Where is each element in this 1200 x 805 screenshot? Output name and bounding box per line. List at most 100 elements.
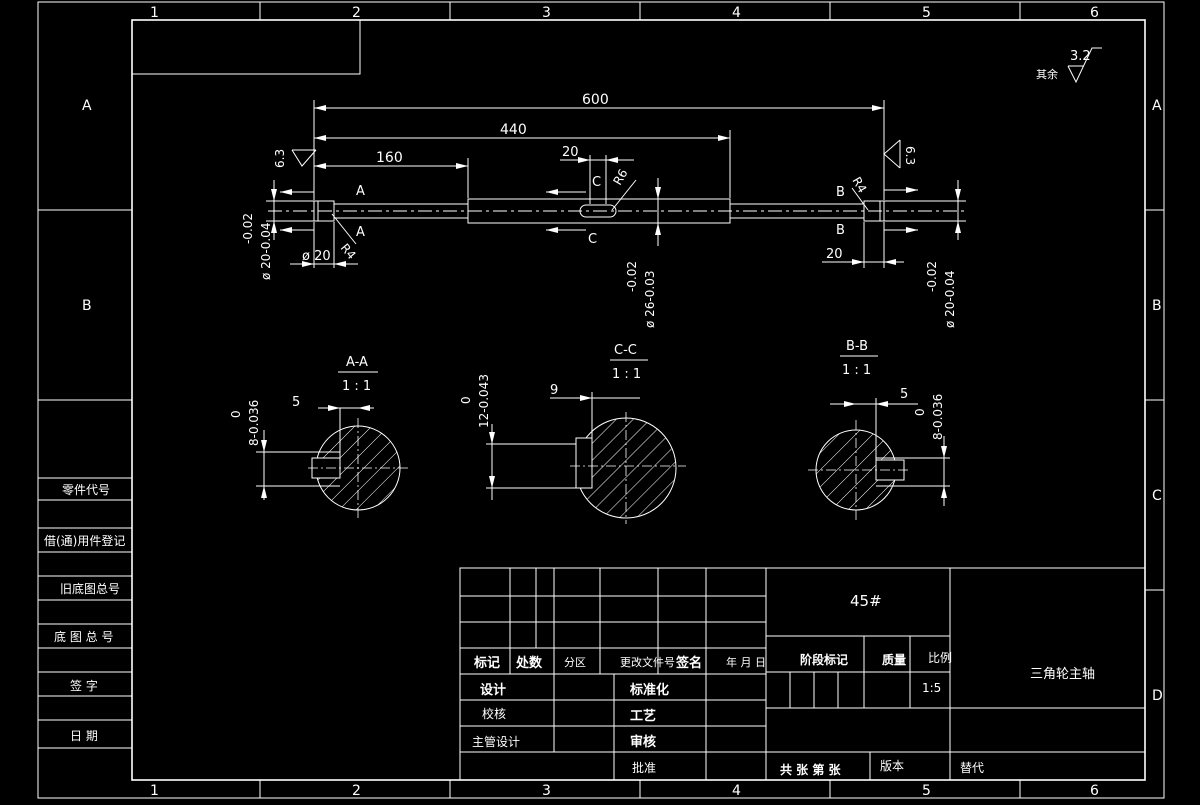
tol-upper-right: -0.02 — [925, 261, 939, 292]
col-num-6: 6 — [1090, 5, 1099, 21]
label-part-code: 零件代号 — [62, 483, 110, 497]
version-label: 版本 — [880, 759, 904, 773]
section-cc-title: C-C — [614, 343, 637, 358]
design-label: 设计 — [480, 682, 506, 698]
dim-440: 440 — [500, 122, 527, 138]
tol-upper-left: -0.02 — [241, 213, 255, 244]
row-letter-a-right: A — [1152, 98, 1162, 114]
section-b-top: B — [836, 185, 845, 200]
section-c-bot: C — [588, 232, 597, 247]
approve-label: 批准 — [632, 760, 656, 775]
left-info-column: 零件代号 借(通)用件登记 旧底图总号 底 图 总 号 签 字 日 期 — [38, 477, 132, 749]
review-label: 审核 — [630, 734, 656, 750]
roughness-note: 其余 — [1036, 67, 1058, 81]
label-date: 日 期 — [70, 729, 98, 743]
dim-keyway-20: 20 — [562, 145, 579, 160]
label-borrowed-reg: 借(通)用件登记 — [44, 533, 125, 548]
rev-label-date: 年 月 日 — [726, 655, 766, 669]
col-num-4-bottom: 4 — [732, 783, 741, 799]
outer-border — [37, 1, 1165, 799]
section-cc-scale: 1 : 1 — [612, 367, 641, 382]
section-a-bot: A — [356, 225, 365, 240]
row-letter-a: A — [82, 98, 92, 114]
row-letters: A B A B C D — [82, 98, 1163, 704]
row-letter-c-right: C — [1152, 488, 1162, 504]
zone-dividers — [38, 2, 1164, 798]
col-num-5-bottom: 5 — [922, 783, 931, 799]
right-journal — [863, 200, 885, 222]
dim-r4-right: R4 — [849, 175, 869, 196]
mass-label: 质量 — [882, 652, 906, 667]
sheets-label: 共 张 第 张 — [780, 762, 842, 777]
col-num-3: 3 — [542, 5, 551, 21]
section-cc-tol-top: 0 — [459, 396, 473, 404]
col-num-1-bottom: 1 — [150, 783, 159, 799]
roughness-right-icon — [883, 139, 901, 169]
roughness-symbol-icon — [1067, 47, 1102, 84]
shaft-main-view: 600 440 160 20 R6 C C A A — [241, 92, 968, 328]
check-label: 校核 — [482, 706, 506, 721]
left-journal — [313, 200, 335, 222]
title-block: 45# 三角轮主轴 1:5 标记 处数 分区 更改文件号 签名 年 月 日 阶段… — [459, 567, 1146, 781]
section-aa-title: A-A — [346, 355, 368, 370]
col-num-5: 5 — [922, 5, 931, 21]
dim-phi20-left: ø 20 — [302, 249, 331, 264]
col-num-1: 1 — [150, 5, 159, 21]
label-base-total: 底 图 总 号 — [54, 629, 113, 644]
rev-label-sign: 签名 — [675, 655, 702, 671]
section-view-b-b: B-B 1 : 1 5 0 8-0.036 — [808, 339, 950, 520]
section-aa-tol-top: 0 — [229, 410, 243, 418]
col-num-2: 2 — [352, 5, 361, 21]
roughness-left-icon — [291, 149, 317, 167]
section-c-top: C — [592, 175, 601, 190]
row-letter-b-right: B — [1152, 298, 1162, 314]
middle-shaft — [467, 198, 731, 224]
column-numbers: 1 2 3 4 5 6 1 2 3 4 5 6 — [150, 5, 1099, 799]
tol-upper-mid: -0.02 — [625, 261, 639, 292]
section-cc-width: 9 — [550, 383, 558, 398]
rev-label-doc: 更改文件号 — [620, 655, 675, 669]
rev-label-mark: 标记 — [473, 655, 500, 671]
dim-160: 160 — [376, 150, 403, 166]
col-num-2-bottom: 2 — [352, 783, 361, 799]
roughness-general: 其余 3.2 — [1036, 47, 1102, 84]
row-letter-d-right: D — [1152, 688, 1163, 704]
stage-label: 阶段标记 — [800, 652, 848, 667]
col-num-3-bottom: 3 — [542, 783, 551, 799]
tol-main-right: ø 20-0.04 — [943, 271, 957, 328]
section-b-bot: B — [836, 223, 845, 238]
standard-label: 标准化 — [629, 682, 669, 698]
part-name: 三角轮主轴 — [1030, 667, 1095, 682]
section-a-top: A — [356, 184, 365, 199]
section-bb-width: 5 — [900, 387, 908, 402]
section-bb-scale: 1 : 1 — [842, 363, 871, 378]
process-label: 工艺 — [630, 708, 656, 724]
scale-label: 比例 — [928, 651, 952, 665]
section-cc-tol-main: 12-0.043 — [477, 374, 491, 428]
keyway-slot — [579, 204, 617, 218]
dim-600: 600 — [582, 92, 609, 108]
rev-label-count: 处数 — [515, 655, 543, 671]
section-bb-title: B-B — [846, 339, 868, 354]
tol-main-left: ø 20-0.04 — [259, 223, 273, 280]
scale-value: 1:5 — [922, 681, 941, 695]
dim-r6: R6 — [610, 167, 630, 188]
col-num-6-bottom: 6 — [1090, 783, 1099, 799]
material-value: 45# — [850, 592, 882, 610]
roughness-value: 3.2 — [1070, 49, 1091, 64]
tol-main-mid: ø 26-0.03 — [643, 271, 657, 328]
section-aa-scale: 1 : 1 — [342, 379, 371, 394]
roughness-left-value: 6.3 — [273, 149, 287, 168]
col-num-4: 4 — [732, 5, 741, 21]
roughness-right-value: 6.3 — [903, 146, 917, 165]
row-letter-b: B — [82, 298, 92, 314]
section-view-c-c: C-C 1 : 1 9 0 12-0.043 — [459, 343, 686, 524]
replace-label: 替代 — [960, 761, 984, 775]
section-bb-tol-top: 0 — [913, 408, 927, 416]
chief-label: 主管设计 — [472, 734, 520, 749]
label-old-base: 旧底图总号 — [60, 581, 120, 596]
rev-label-zone: 分区 — [564, 656, 586, 669]
dim-20-right: 20 — [826, 247, 843, 262]
